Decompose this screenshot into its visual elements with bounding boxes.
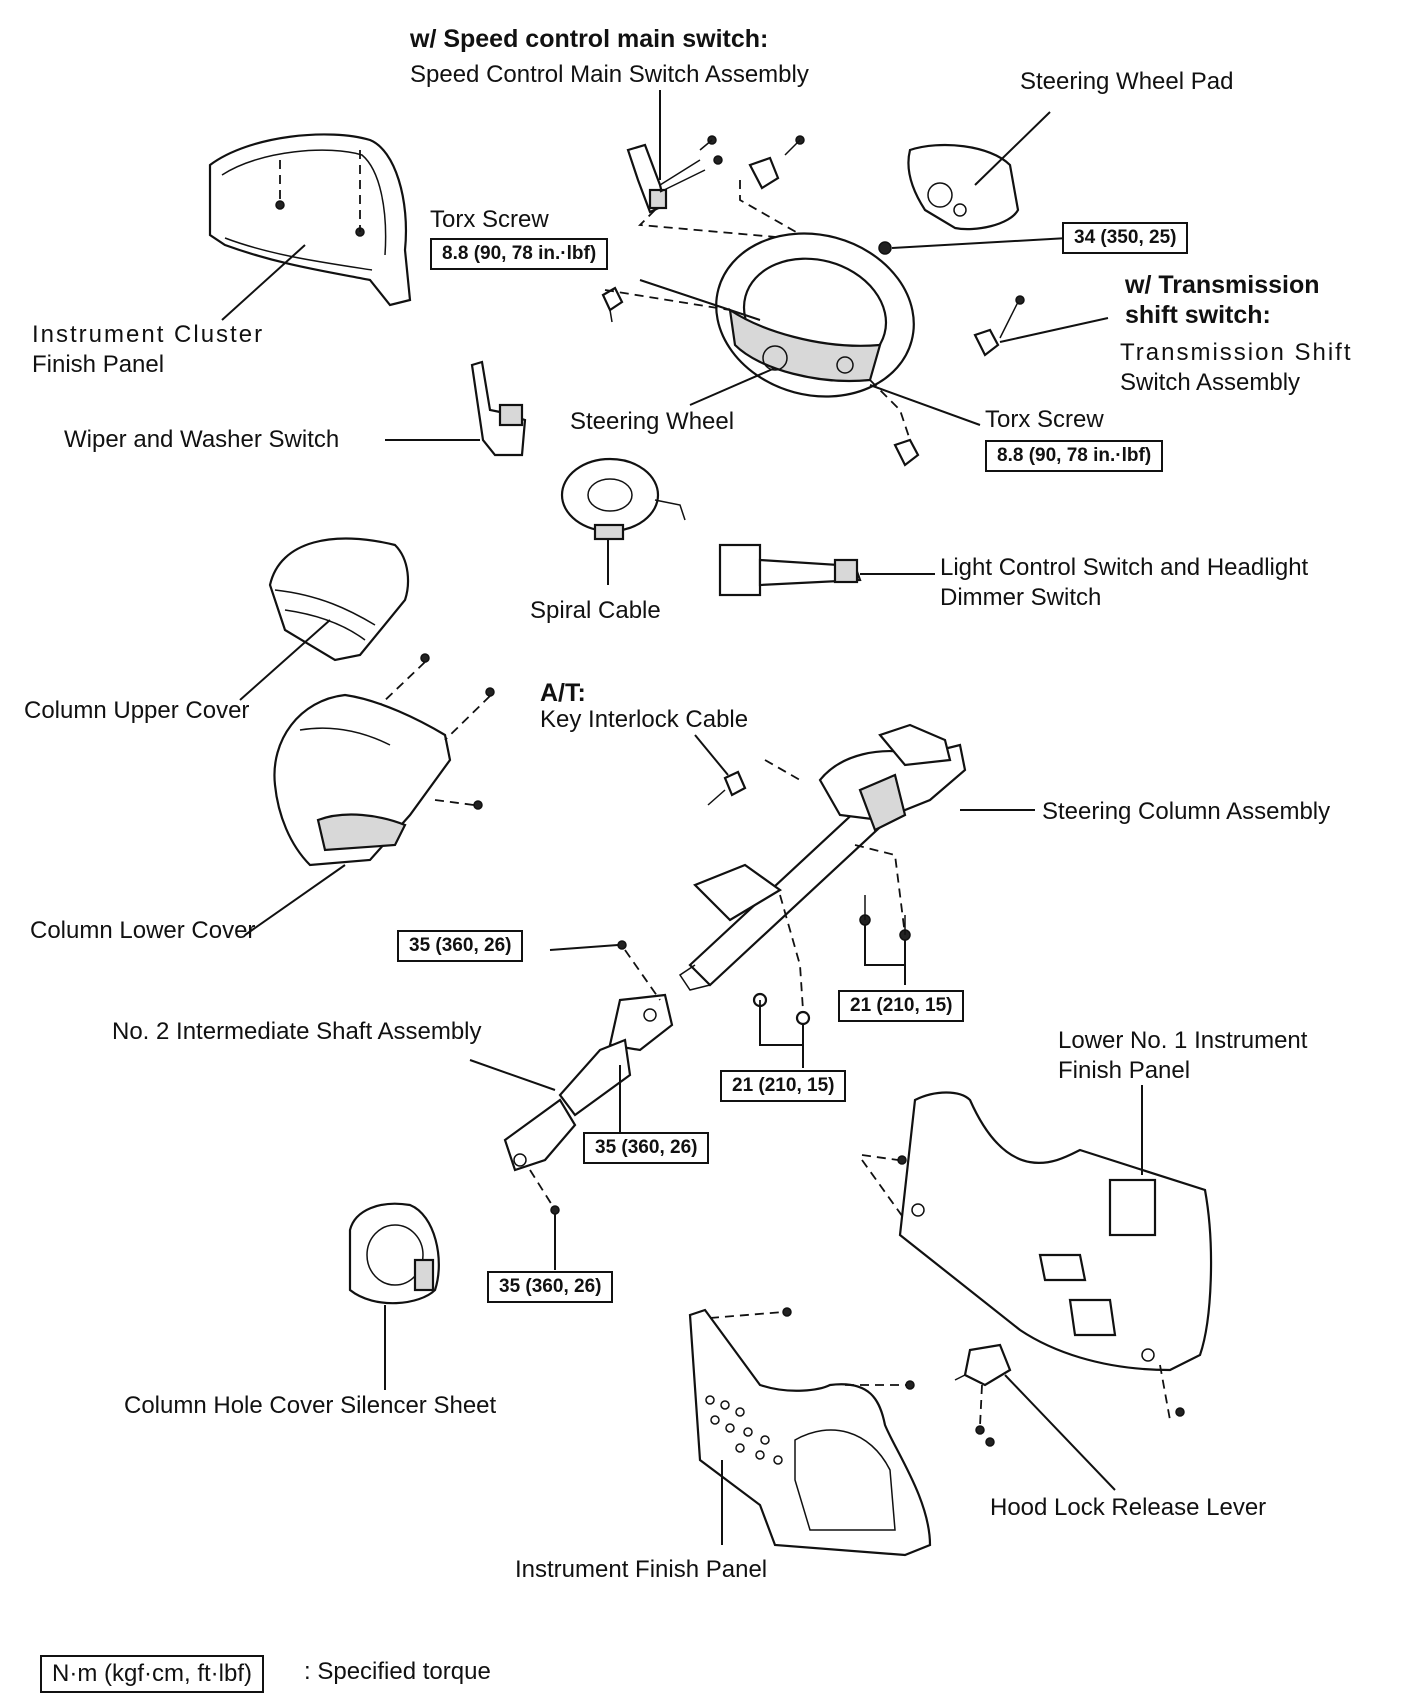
label-lower-finish-panel-1: Lower No. 1 Instrument [1058,1027,1308,1054]
label-lower-finish-panel-2: Finish Panel [1058,1057,1191,1084]
at-note: A/T: [540,679,586,707]
transmission-note-2: shift switch: [1125,301,1271,329]
label-steering-wheel-pad: Steering Wheel Pad [1020,68,1234,95]
instrument-cluster-finish-panel-part [208,133,412,307]
label-transmission-switch-1: Transmission Shift [1120,339,1353,366]
label-light-switch-1: Light Control Switch and Headlight [940,554,1309,581]
label-spiral-cable: Spiral Cable [530,597,661,624]
label-instrument-cluster-2: Finish Panel [32,351,165,378]
torque-torx-upper: 8.8 (90, 78 in.·lbf) [430,238,609,270]
label-wiper-switch: Wiper and Washer Switch [64,426,340,453]
spiral-cable-part [560,457,686,541]
label-steering-column: Steering Column Assembly [1042,798,1331,825]
column-lower-cover-part [273,693,452,867]
label-torx-screw-upper: Torx Screw [430,206,549,233]
column-upper-cover-part [268,537,410,662]
speed-control-note: w/ Speed control main switch: [410,25,769,53]
torque-column-nuts: 21 (210, 15) [720,1070,847,1102]
wiper-washer-switch-part [470,360,527,457]
label-column-lower-cover: Column Lower Cover [30,917,256,944]
silencer-sheet-part [348,1202,440,1305]
torque-column-bolts: 21 (210, 15) [838,990,965,1022]
label-steering-wheel: Steering Wheel [570,408,735,435]
label-intermediate-shaft: No. 2 Intermediate Shaft Assembly [112,1018,482,1045]
hood-lock-lever-part [954,1343,1012,1387]
speed-control-switch-part [626,143,668,214]
label-speed-control-switch: Speed Control Main Switch Assembly [410,61,809,88]
lower-finish-panel-part [898,1091,1213,1372]
light-control-switch-part [718,543,862,597]
label-instrument-finish-panel: Instrument Finish Panel [515,1556,768,1583]
label-silencer-sheet: Column Hole Cover Silencer Sheet [124,1392,497,1419]
instrument-finish-panel-part [688,1308,932,1557]
intermediate-shaft-part [503,993,674,1172]
label-hood-lock-lever: Hood Lock Release Lever [990,1494,1267,1521]
steering-column-assembly-part [678,723,967,991]
legend-meaning: : Specified torque [304,1658,491,1685]
steering-wheel-pad-part [907,143,1020,231]
legend-unit-box: N·m (kgf·cm, ft·lbf) [40,1655,264,1693]
steering-wheel-part [715,232,915,398]
torque-wheel-nut: 34 (350, 25) [1062,222,1189,254]
label-key-interlock-cable: Key Interlock Cable [540,706,749,733]
torque-shaft-middle-bolt: 35 (360, 26) [583,1132,710,1164]
torque-shaft-upper-bolt: 35 (360, 26) [397,930,524,962]
label-instrument-cluster-1: Instrument Cluster [32,321,265,348]
torque-torx-lower: 8.8 (90, 78 in.·lbf) [985,440,1164,472]
torque-shaft-lower-bolt: 35 (360, 26) [487,1271,614,1303]
label-column-upper-cover: Column Upper Cover [24,697,250,724]
label-transmission-switch-2: Switch Assembly [1120,369,1301,396]
transmission-note-1: w/ Transmission [1125,271,1320,299]
label-light-switch-2: Dimmer Switch [940,584,1102,611]
label-torx-screw-lower: Torx Screw [985,406,1104,433]
